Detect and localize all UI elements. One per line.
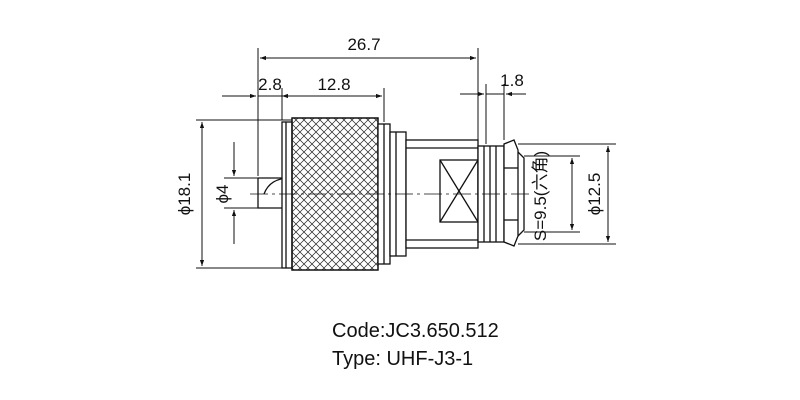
product-code: Code:JC3.650.512	[332, 320, 499, 342]
hex-nut	[503, 139, 519, 247]
dim-rear-diameter: ϕ12.5	[585, 173, 604, 216]
dim-overall-length: 26.7	[347, 35, 380, 54]
dimension-lines	[196, 48, 616, 269]
dim-hex-size: S=9.5(六角)	[531, 151, 550, 241]
dim-pin-diameter: ϕ4	[213, 185, 232, 204]
knurled-nut	[291, 117, 379, 271]
dim-rear-length: 1.8	[500, 71, 524, 90]
front-flange	[281, 121, 293, 269]
product-type: Type: UHF-J3-1	[332, 348, 474, 370]
dim-body-diameter: ϕ18.1	[175, 173, 194, 216]
dim-knurl-length: 12.8	[317, 75, 350, 94]
dim-front-length: 2.8	[258, 75, 282, 94]
